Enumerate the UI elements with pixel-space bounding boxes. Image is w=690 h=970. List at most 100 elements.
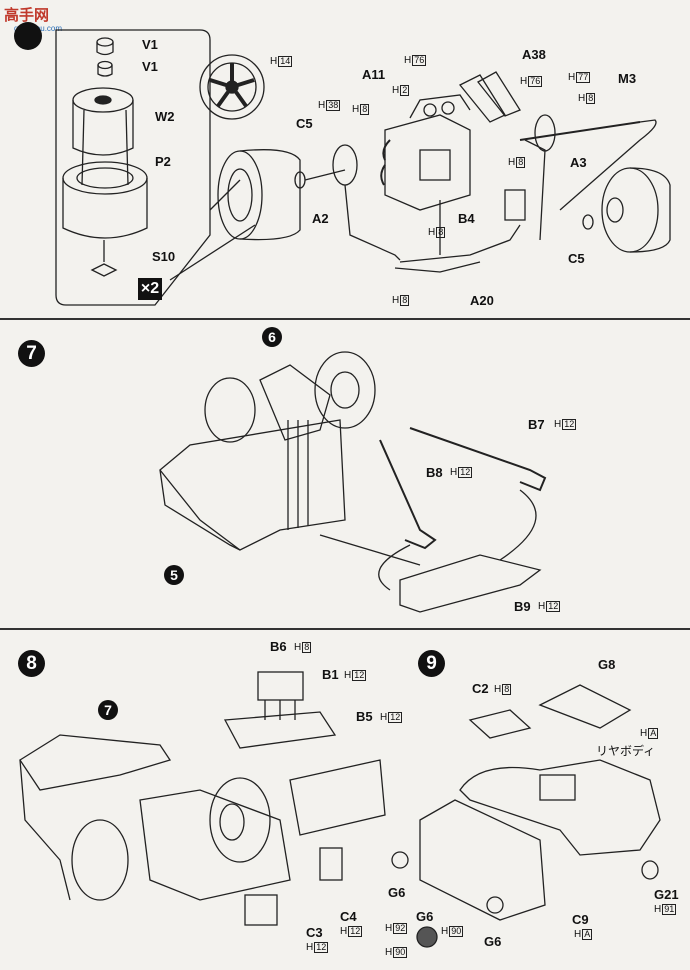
b4-part xyxy=(504,189,526,221)
a20-lower-link xyxy=(399,224,521,263)
label-a38: A38 xyxy=(522,47,546,62)
label-c3: C3 xyxy=(306,925,323,940)
p8-rear-rim xyxy=(219,803,245,841)
right-tire-face xyxy=(601,167,659,253)
c4-part xyxy=(319,847,343,881)
inset-pointer-top xyxy=(209,179,241,211)
label-p2: P2 xyxy=(155,154,171,169)
b9-plate xyxy=(399,554,542,613)
gearbox-boss-2 xyxy=(441,101,455,115)
p7-right-rim xyxy=(330,371,360,409)
rim-drawing-outer xyxy=(199,54,265,120)
s10-part xyxy=(90,263,118,277)
label-c4: C4 xyxy=(340,909,357,924)
left-tire-tread xyxy=(239,149,301,241)
rim-spokes xyxy=(209,63,255,108)
ref-step-5: 5 xyxy=(164,565,184,585)
chassis-side xyxy=(159,469,241,551)
b8-leader xyxy=(378,544,411,591)
label-a2: A2 xyxy=(312,211,329,226)
p8-rear-tire xyxy=(209,777,271,863)
label-g8: G8 xyxy=(598,657,616,672)
rear-body-opening xyxy=(539,774,576,801)
v1-cap-2 xyxy=(97,60,113,70)
step-8-badge: 8 xyxy=(18,650,45,677)
a38-shock-2 xyxy=(477,71,521,117)
a38-shock-1 xyxy=(458,74,506,123)
label-b1: B1 xyxy=(322,667,339,682)
p2-tire-inner xyxy=(76,167,134,189)
label-b8: B8 xyxy=(426,465,443,480)
p7-right-tire xyxy=(314,351,376,429)
g6-part-1 xyxy=(391,851,409,869)
panel-divider-2 xyxy=(0,628,690,630)
label-b4: B4 xyxy=(458,211,475,226)
a3-upright xyxy=(534,114,556,152)
g21-part xyxy=(641,860,659,880)
left-tire-rim xyxy=(227,168,253,222)
p8-front-tire xyxy=(71,819,129,901)
v1-cap-2-body xyxy=(97,65,113,77)
label-v1-2: V1 xyxy=(142,59,158,74)
a2-upright xyxy=(332,144,358,186)
label-a11: A11 xyxy=(362,67,386,82)
a11-bracket xyxy=(380,139,391,186)
rim-drawing-hub xyxy=(225,80,239,94)
v1-cap-top-body xyxy=(96,42,114,56)
label-rear-body: リヤボディ xyxy=(596,744,656,758)
step-9-badge: 9 xyxy=(418,650,445,677)
label-s10: S10 xyxy=(152,249,176,264)
m3-axle xyxy=(519,121,641,141)
quantity-multiplier: ×2 xyxy=(138,278,162,300)
ref-step-7: 7 xyxy=(98,700,118,720)
g8-window xyxy=(538,684,632,729)
p7-suspension xyxy=(259,364,331,441)
label-w2: W2 xyxy=(155,109,175,124)
p8-rear-wing xyxy=(19,734,172,791)
label-b9: B9 xyxy=(514,599,531,614)
c5-spacer-right xyxy=(582,214,594,230)
rear-body-shell xyxy=(459,759,661,856)
step6-badge xyxy=(14,22,42,50)
gearbox-top xyxy=(409,94,471,119)
wheel-inset-frame xyxy=(55,29,211,306)
label-g21: G21 xyxy=(654,887,679,902)
rear-body-panel xyxy=(419,799,546,921)
assembly-arrow-right xyxy=(125,109,129,186)
w2-wheel-body xyxy=(72,100,134,156)
assembly-arrow-left xyxy=(81,109,85,186)
label-a20: A20 xyxy=(470,293,494,308)
p2-tire-top xyxy=(62,161,148,195)
p8-suspension-frame xyxy=(139,789,291,901)
p8-chassis-side xyxy=(19,759,71,901)
inset-pointer-bottom xyxy=(169,224,256,281)
gearbox-center xyxy=(419,149,451,181)
m3-leader xyxy=(559,119,657,211)
label-c2: C2 xyxy=(472,681,489,696)
watermark-text: 高手网 xyxy=(4,7,50,24)
label-m3: M3 xyxy=(618,71,637,86)
label-c5-left: C5 xyxy=(296,116,313,131)
ref-step-6: 6 xyxy=(262,327,282,347)
g6-part-2 xyxy=(486,896,504,914)
c2-panel xyxy=(468,709,532,739)
v1-cap-top xyxy=(96,37,114,47)
label-v1-top: V1 xyxy=(142,37,158,52)
